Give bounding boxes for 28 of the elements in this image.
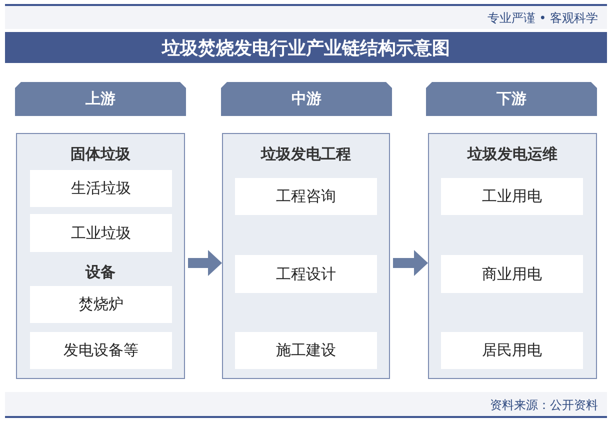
- arrow: [185, 250, 222, 276]
- item-card: 工业用电: [441, 178, 583, 215]
- stage-tab: [15, 82, 186, 116]
- item-card: 工程设计: [235, 255, 377, 293]
- item-card: 生活垃圾: [30, 170, 172, 207]
- category-heading: 设备: [84, 262, 116, 282]
- stage-tab: [221, 82, 392, 116]
- source-note: 资料来源：公开资料: [490, 397, 598, 414]
- item-card: 商业用电: [441, 255, 583, 293]
- stage-tab: [426, 82, 597, 116]
- category-panel: [16, 133, 185, 379]
- category-heading: 固体垃圾: [70, 144, 132, 164]
- category-heading: 垃圾发电工程: [260, 144, 352, 164]
- stage-label: 下游: [496, 90, 528, 108]
- item-card: 居民用电: [441, 332, 583, 369]
- slogan-text: 专业严谨 • 客观科学: [487, 10, 598, 27]
- item-card: 工程咨询: [235, 178, 377, 215]
- item-card: 施工建设: [235, 332, 377, 369]
- category-heading: 垃圾发电运维: [466, 144, 558, 164]
- stage-label: 上游: [84, 90, 116, 108]
- category-panel: [428, 133, 597, 379]
- arrow: [390, 250, 428, 276]
- stage-label: 中游: [290, 90, 322, 108]
- category-panel: [222, 133, 390, 379]
- item-card: 发电设备等: [30, 332, 172, 369]
- title-banner: 垃圾焚烧发电行业产业链结构示意图: [5, 32, 607, 63]
- item-card: 焚烧炉: [30, 286, 172, 323]
- item-card: 工业垃圾: [30, 214, 172, 252]
